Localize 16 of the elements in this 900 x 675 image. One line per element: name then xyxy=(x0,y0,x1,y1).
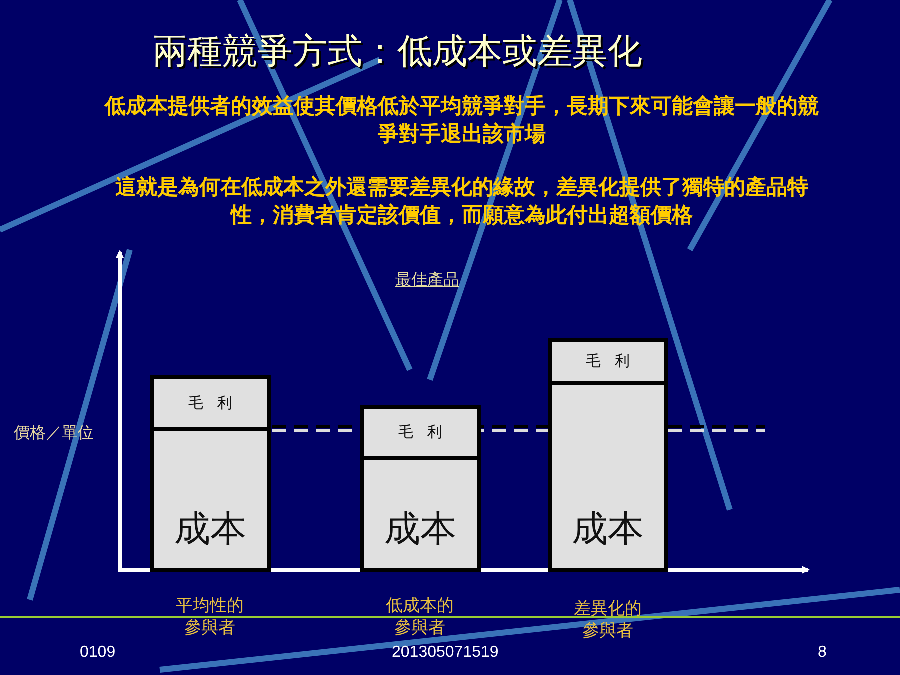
footer-date: 201305071519 xyxy=(392,644,499,662)
axis-label: 價格／單位 xyxy=(14,423,95,444)
text-paragraph: 這就是為何在低成本之外還需要差異化的緣故，差異化提供了獨特的產品特性，消費者肯定該價值，而願意為此付出超額價格 xyxy=(114,174,810,229)
cost-segment: 成本 xyxy=(360,456,481,572)
slide-title: 兩種競爭方式：低成本或差異化 xyxy=(152,31,644,74)
profit-segment: 毛利 xyxy=(548,338,668,381)
footer-text: 0109 xyxy=(80,644,116,662)
category-label: 差異化的參與者 xyxy=(573,598,643,642)
profit-segment: 毛利 xyxy=(360,405,481,456)
cost-segment: 成本 xyxy=(150,427,271,572)
category-label: 低成本的參與者 xyxy=(385,595,455,639)
category-label: 平均性的參與者 xyxy=(175,595,245,639)
page-number: 8 xyxy=(818,644,827,662)
chart-label: 最佳產品 xyxy=(394,270,460,291)
profit-segment: 毛利 xyxy=(150,375,271,427)
cost-segment: 成本 xyxy=(548,381,668,572)
